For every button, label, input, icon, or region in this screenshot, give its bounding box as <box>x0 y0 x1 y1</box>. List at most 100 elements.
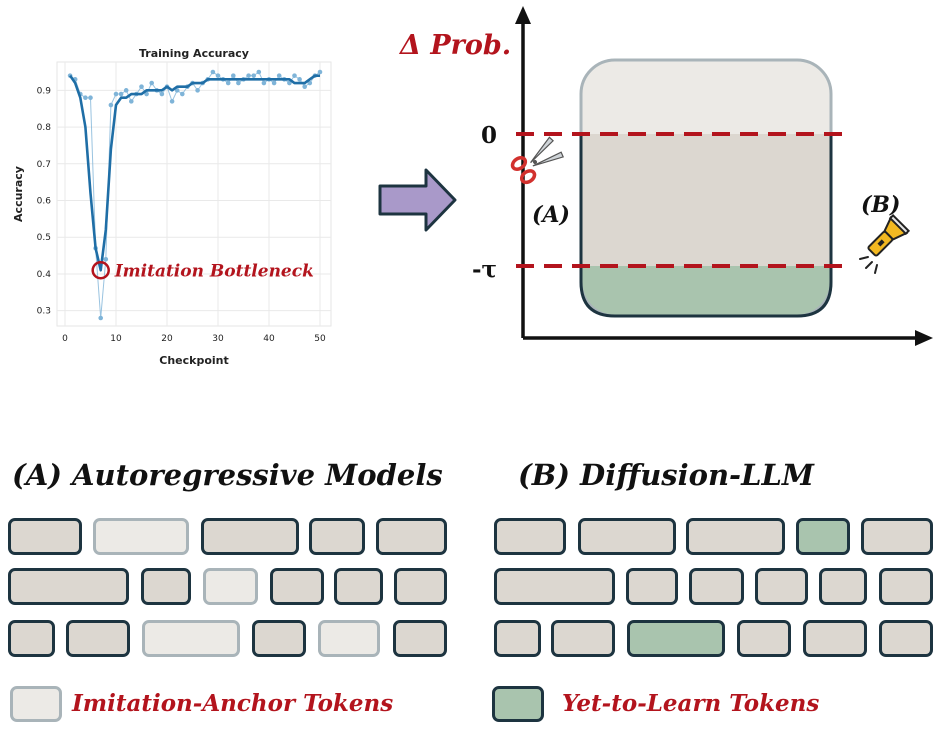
series-raw-point <box>195 88 200 93</box>
tau-label: -τ <box>472 256 497 283</box>
series-raw-point <box>180 91 185 97</box>
series-raw-point <box>108 102 114 108</box>
series-raw-point <box>297 77 302 82</box>
series-raw-point <box>251 73 256 78</box>
token-normal <box>578 518 676 555</box>
token-anchor <box>93 518 189 555</box>
token-normal <box>252 620 306 657</box>
token-normal <box>8 518 82 555</box>
token-normal <box>494 518 566 555</box>
band-zero-to-tau <box>581 134 831 266</box>
arrow-shape <box>378 168 457 232</box>
token-normal <box>494 620 541 657</box>
chart-x-tick-label: 50 <box>314 334 326 344</box>
chart-x-tick-label: 0 <box>62 334 68 344</box>
probability-box <box>581 60 831 316</box>
series-smoothed-line <box>69 74 320 272</box>
x-axis-arrowhead <box>915 330 933 346</box>
token-normal <box>494 568 615 605</box>
series-raw-point <box>317 69 323 75</box>
chart-ylabel: Accuracy <box>12 166 25 222</box>
series-raw-point <box>292 73 297 78</box>
token-normal <box>309 518 365 555</box>
token-anchor <box>203 568 258 605</box>
band-below-tau <box>581 266 831 316</box>
series-raw-point <box>246 73 251 78</box>
probability-box-lower-outline <box>579 134 833 318</box>
series-raw-point <box>139 84 144 89</box>
token-normal <box>66 620 130 657</box>
token-normal <box>755 568 808 605</box>
chart-y-tick-label: 0.5 <box>37 233 51 243</box>
series-raw-point <box>271 80 277 86</box>
chart-series-group <box>67 69 323 321</box>
series-raw-point <box>236 80 241 86</box>
chart-y-tick-label: 0.3 <box>37 307 51 317</box>
chart-plot-area <box>56 61 332 327</box>
chart-title: Training Accuracy <box>139 47 249 60</box>
token-normal <box>689 568 744 605</box>
token-normal <box>861 518 933 555</box>
token-normal <box>141 568 191 605</box>
series-raw-point <box>276 73 282 78</box>
legend-learn-swatch <box>492 686 544 722</box>
series-raw-point <box>149 80 154 86</box>
bottleneck-marker <box>91 261 110 280</box>
series-raw-point <box>225 80 231 86</box>
series-raw-point <box>261 80 267 86</box>
chart-x-tick-label: 10 <box>110 334 122 344</box>
series-raw-point <box>103 256 109 262</box>
chart-y-tick-label: 0.6 <box>37 197 52 207</box>
series-raw-point <box>144 91 149 97</box>
series-raw-point <box>215 73 221 78</box>
delta-prob-label: Δ Prob. <box>398 30 511 61</box>
scissors-icon <box>510 136 565 185</box>
token-normal <box>8 568 129 605</box>
marker-a-label: (A) <box>532 202 570 228</box>
series-raw-point <box>256 69 262 75</box>
token-anchor <box>142 620 240 657</box>
bottleneck-annotation: Imitation Bottleneck <box>114 261 314 281</box>
token-normal <box>819 568 867 605</box>
token-normal <box>376 518 447 555</box>
marker-b-label: (B) <box>861 192 900 218</box>
autoregressive-title: (A) Autoregressive Models <box>12 458 443 492</box>
token-anchor <box>318 620 380 657</box>
chart-x-tick-label: 40 <box>263 334 275 344</box>
series-raw-point <box>129 99 134 104</box>
chart-y-tick-label: 0.4 <box>37 270 52 280</box>
token-normal <box>879 620 933 657</box>
token-normal <box>803 620 867 657</box>
token-normal <box>879 568 933 605</box>
flashlight-icon <box>867 213 911 257</box>
flashlight-rays-icon <box>859 256 878 274</box>
series-raw-point <box>231 73 236 78</box>
series-raw-point <box>302 84 308 89</box>
series-raw-point <box>159 91 165 97</box>
token-normal <box>8 620 55 657</box>
token-normal <box>334 568 383 605</box>
token-normal <box>270 568 324 605</box>
chart-y-tick-label: 0.8 <box>37 123 52 133</box>
series-raw-point <box>123 88 129 93</box>
series-raw-point <box>174 88 180 93</box>
chart-x-tick-label: 30 <box>212 334 224 344</box>
chart-y-tick-label: 0.9 <box>37 86 52 96</box>
token-learn <box>627 620 725 657</box>
token-normal <box>551 620 615 657</box>
series-raw-point <box>98 315 103 321</box>
token-normal <box>394 568 447 605</box>
chart-xlabel: Checkpoint <box>159 354 229 367</box>
band-above-zero <box>581 60 831 134</box>
legend-anchor-swatch <box>10 686 62 722</box>
series-raw-point <box>287 80 292 86</box>
token-learn <box>796 518 850 555</box>
series-raw-point <box>307 80 313 86</box>
token-normal <box>626 568 678 605</box>
series-raw-point <box>88 95 93 101</box>
token-normal <box>737 620 791 657</box>
legend-anchor-label: Imitation-Anchor Tokens <box>72 690 394 717</box>
